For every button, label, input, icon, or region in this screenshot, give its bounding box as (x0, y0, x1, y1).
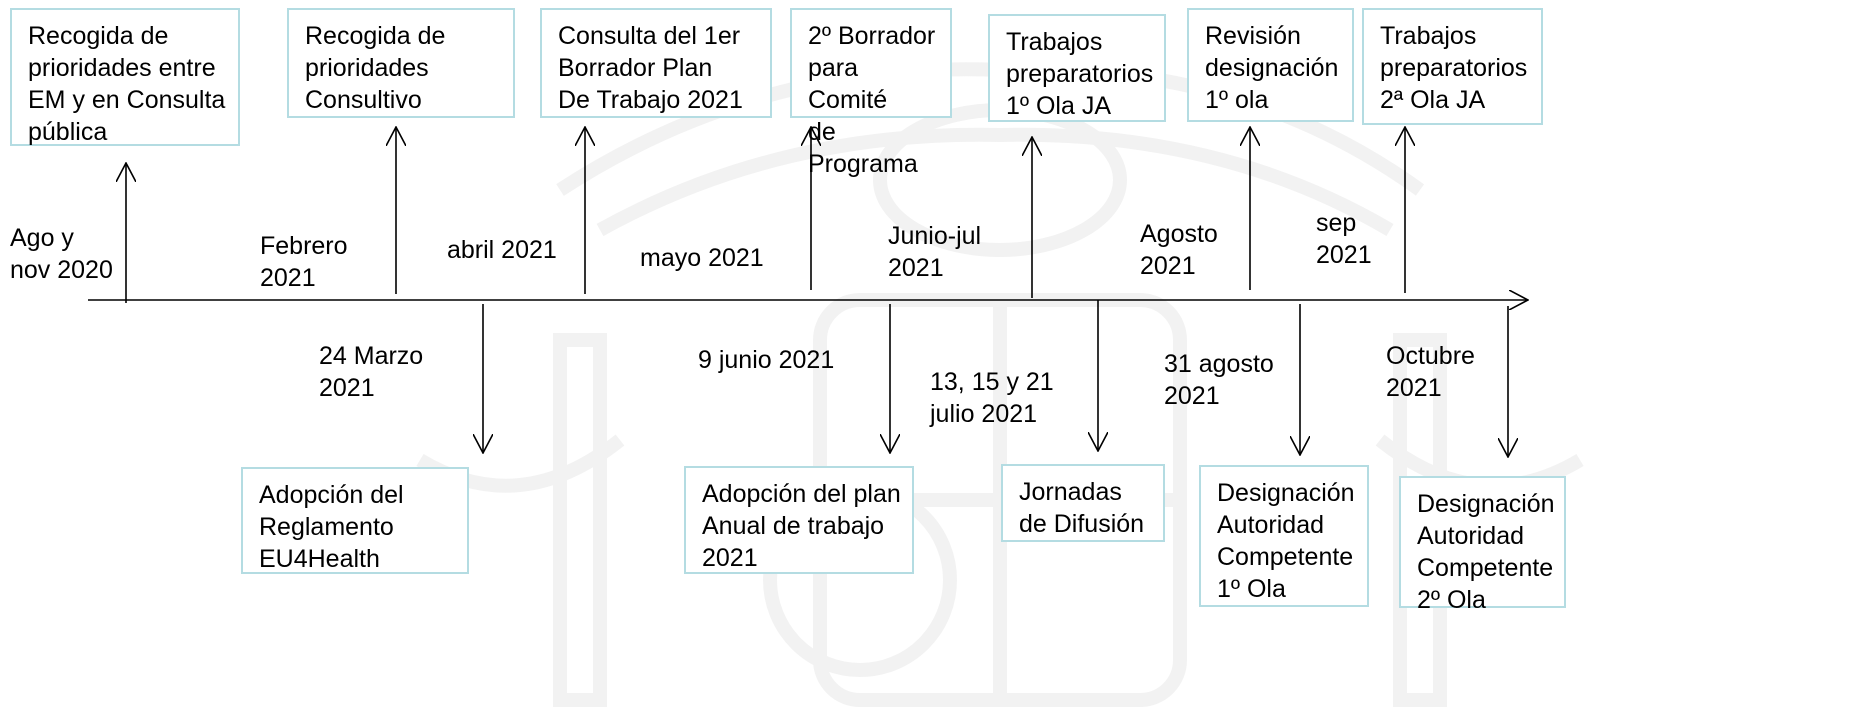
top-event-box: Revisión designación 1º ola (1187, 8, 1354, 122)
bottom-event-box: Adopción del Reglamento EU4Health (241, 467, 469, 574)
bottom-event-date: 9 junio 2021 (698, 346, 835, 374)
top-event-date: sep 2021 (1316, 209, 1372, 269)
bottom-event-box: Adopción del plan Anual de trabajo 2021 (684, 466, 914, 574)
top-event-date: Ago y nov 2020 (10, 224, 113, 284)
top-event-box: Trabajos preparatorios 2ª Ola JA (1362, 8, 1543, 125)
bottom-event-box: Designación Autoridad Competente 1º Ola (1199, 465, 1369, 607)
top-event-date: Junio-jul 2021 (888, 222, 982, 282)
top-event-date: abril 2021 (447, 236, 557, 264)
top-event-date: Agosto 2021 (1140, 220, 1218, 280)
top-event-box: Trabajos preparatorios 1º Ola JA (988, 14, 1166, 122)
bottom-event-date: Octubre 2021 (1386, 342, 1475, 402)
bottom-event-box: Jornadas de Difusión (1001, 464, 1165, 542)
top-event-date: mayo 2021 (640, 244, 764, 272)
bottom-event-date: 24 Marzo 2021 (319, 342, 424, 402)
bottom-event-date: 13, 15 y 21 julio 2021 (930, 368, 1054, 428)
top-event-box: 2º Borrador para Comité de Programa (790, 8, 952, 178)
bottom-event-date: 31 agosto 2021 (1164, 350, 1274, 410)
bottom-event-box: Designación Autoridad Competente 2º Ola (1399, 476, 1566, 614)
top-event-box: Recogida de prioridades Consultivo (287, 8, 515, 118)
top-event-box: Consulta del 1er Borrador Plan De Trabaj… (540, 8, 772, 118)
top-event-box: Recogida de prioridades entre EM y en Co… (10, 8, 240, 146)
top-event-date: Febrero 2021 (260, 232, 348, 292)
